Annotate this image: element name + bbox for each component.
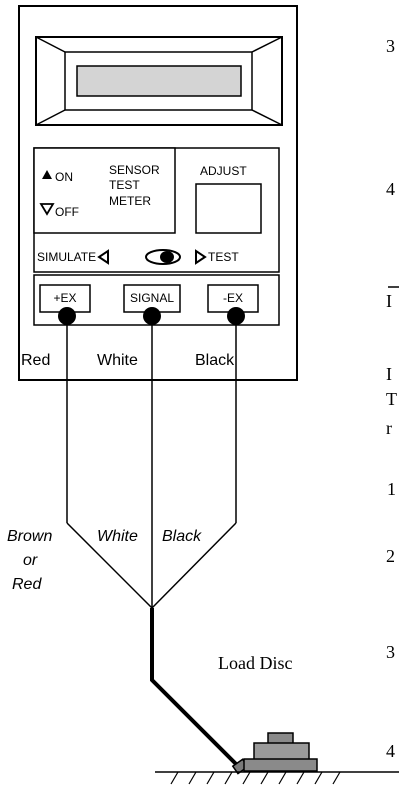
terminal-post-minus-ex[interactable] <box>227 307 245 325</box>
cable-middle-label: White <box>97 528 138 545</box>
adjust-label: ADJUST <box>200 164 247 178</box>
margin-item-3a: 3 <box>386 36 395 56</box>
margin-item-4a: 4 <box>386 179 395 199</box>
cable-left-line-1: Brown <box>7 528 52 545</box>
adjust-knob[interactable] <box>195 183 262 234</box>
terminal-post-plus-ex[interactable] <box>58 307 76 325</box>
margin-fragment-1: I <box>386 291 392 311</box>
margin-item-4b: 4 <box>386 741 395 761</box>
off-label: OFF <box>55 205 79 219</box>
lcd-screen <box>76 65 242 97</box>
load-disc-cable <box>150 608 242 770</box>
cable-left-line-2: or <box>23 552 38 569</box>
load-disc-base <box>243 758 318 772</box>
cable-left-line-3: Red <box>12 576 42 593</box>
load-disc-body <box>253 742 310 761</box>
margin-fragment-3: T <box>386 389 397 409</box>
cable-right-label: Black <box>162 528 202 545</box>
margin-item-2: 2 <box>386 546 395 566</box>
wire-color-white: White <box>97 352 138 369</box>
margin-fragment-4: r <box>386 418 392 438</box>
test-label: TEST <box>208 250 239 264</box>
margin-item-3b: 3 <box>386 642 395 662</box>
wire-color-black: Black <box>195 352 235 369</box>
simulate-label: SIMULATE <box>37 250 96 264</box>
terminal-label-plus-ex: +EX <box>53 291 76 305</box>
simulate-arrow-icon <box>97 249 109 265</box>
terminal-post-signal[interactable] <box>143 307 161 325</box>
off-arrow-icon <box>39 203 55 216</box>
ground-hatching <box>170 771 341 785</box>
margin-item-1: 1 <box>387 479 396 499</box>
title-line-2: TEST <box>109 178 140 192</box>
test-arrow-icon <box>195 249 207 265</box>
terminal-label-signal: SIGNAL <box>130 291 174 305</box>
power-switch-panel <box>33 147 176 234</box>
terminal-label-minus-ex: -EX <box>223 291 243 305</box>
wire-color-red: Red <box>21 352 50 369</box>
adjacent-page-text: 3 4 I I T r 1 2 3 4 <box>386 36 399 761</box>
load-disc-label: Load Disc <box>218 653 292 673</box>
margin-fragment-2: I <box>386 364 392 384</box>
mode-switch-knob <box>160 251 174 263</box>
terminal-box-minus-ex <box>207 284 259 313</box>
title-line-3: METER <box>109 194 151 208</box>
title-line-1: SENSOR <box>109 163 160 177</box>
on-arrow-icon <box>42 170 52 179</box>
on-label: ON <box>55 170 73 184</box>
